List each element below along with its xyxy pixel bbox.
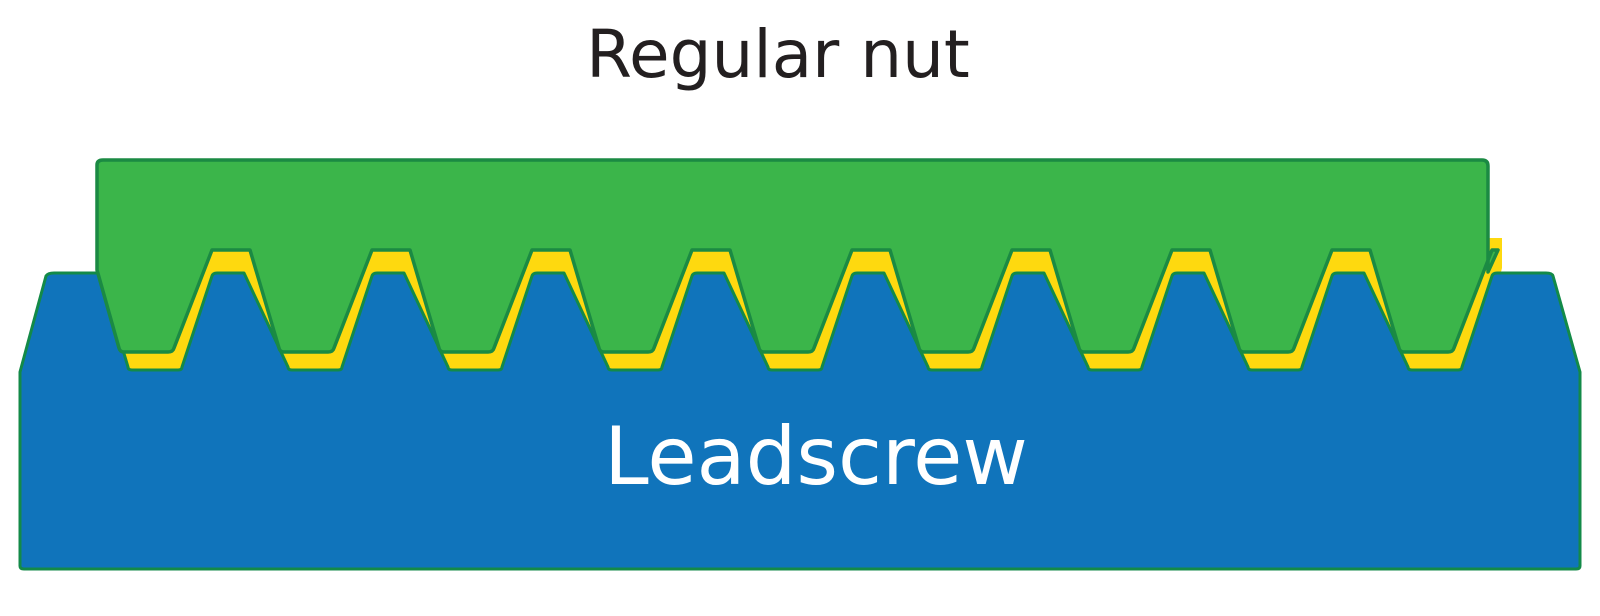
regular-nut-body bbox=[95, 158, 1500, 354]
diagram-title: Regular nut bbox=[586, 16, 970, 93]
leadscrew-label: Leadscrew bbox=[604, 410, 1028, 503]
leadscrew-body bbox=[18, 271, 1582, 571]
